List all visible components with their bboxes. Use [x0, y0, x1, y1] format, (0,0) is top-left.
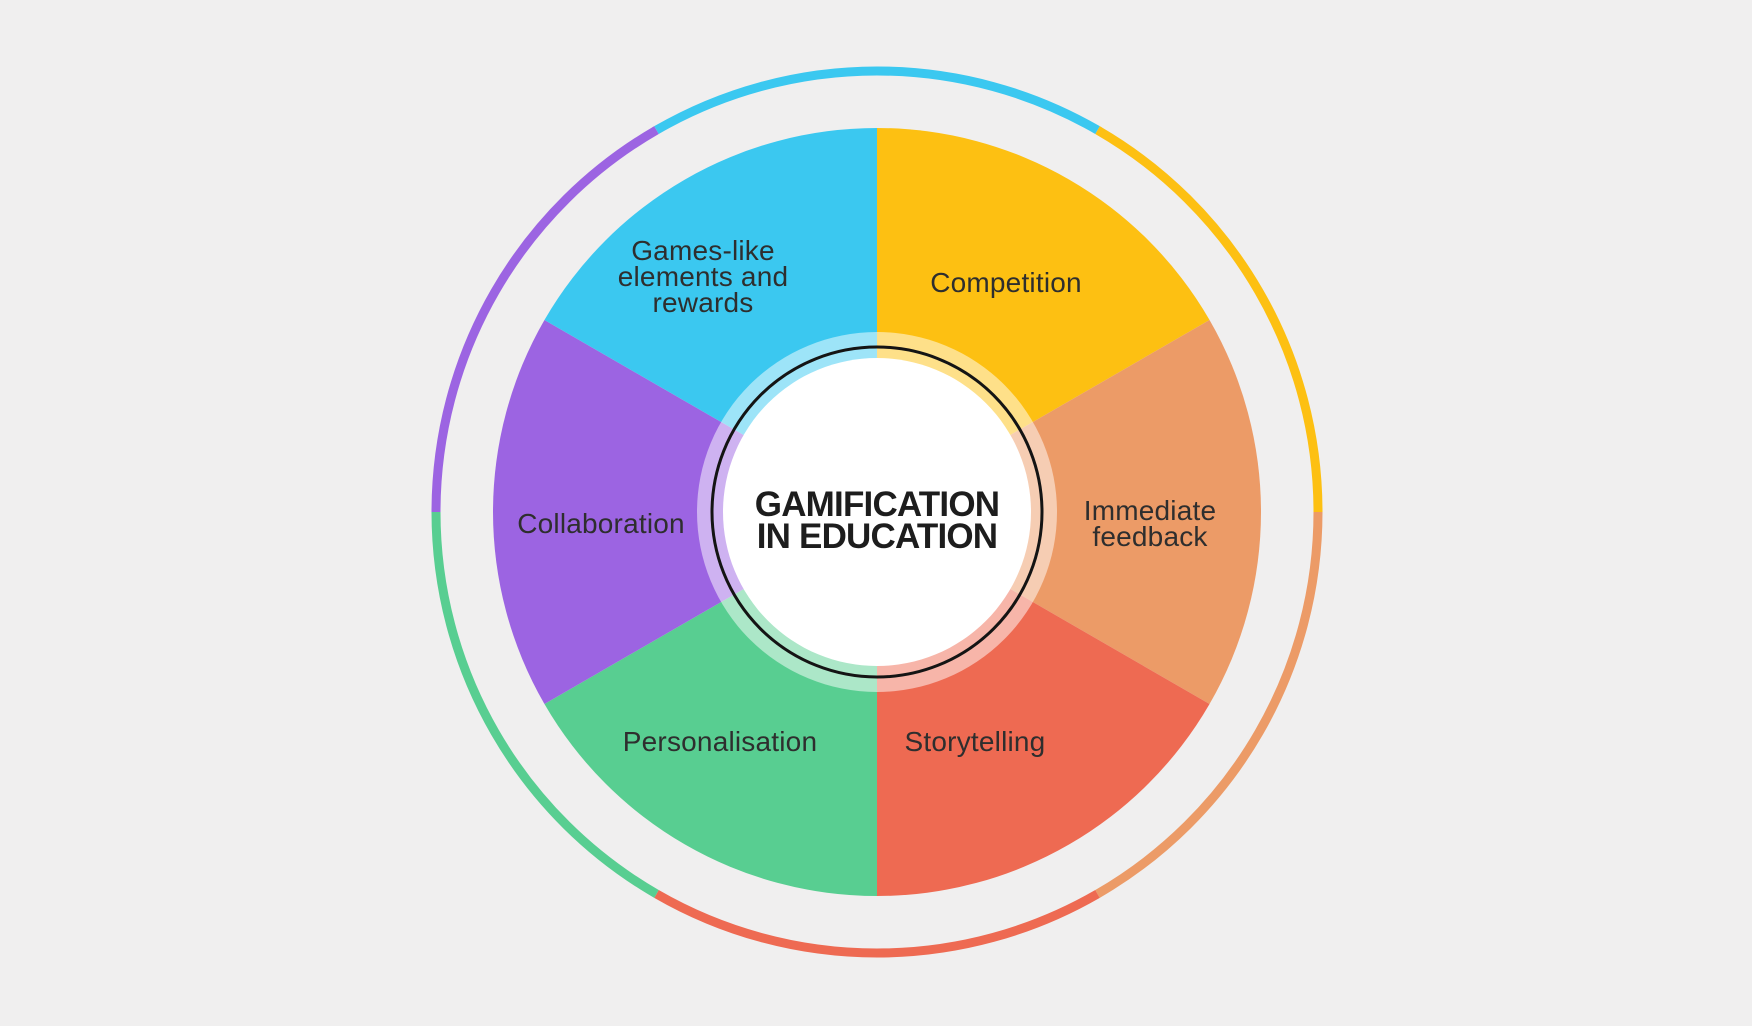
segment-label-immediate-feedback: Immediate feedback	[1083, 495, 1217, 552]
outer-ring-arc-storytelling	[654, 890, 1100, 958]
segment-label-competition: Competition	[930, 267, 1082, 298]
segment-wedge-collaboration	[493, 320, 877, 704]
outer-ring-arc-games-like-elements	[654, 66, 1100, 134]
outer-ring-arc-personalisation	[431, 511, 659, 898]
hub-circle	[723, 358, 1031, 666]
segment-label-personalisation: Personalisation	[622, 726, 818, 757]
hub-outline-circle	[710, 345, 1044, 679]
segment-label-games-like-elements: Games-like elements and rewards	[617, 235, 789, 318]
outer-ring-arc-immediate-feedback	[1095, 511, 1323, 898]
outer-ring-arc-competition	[1095, 126, 1323, 513]
center-title: GAMIFICATION IN EDUCATION	[754, 485, 1000, 556]
segment-wedge-immediate-feedback	[877, 320, 1261, 704]
segment-label-storytelling: Storytelling	[904, 726, 1046, 757]
outer-ring-arc-collaboration	[431, 126, 659, 513]
segment-label-collaboration: Collaboration	[517, 508, 685, 539]
